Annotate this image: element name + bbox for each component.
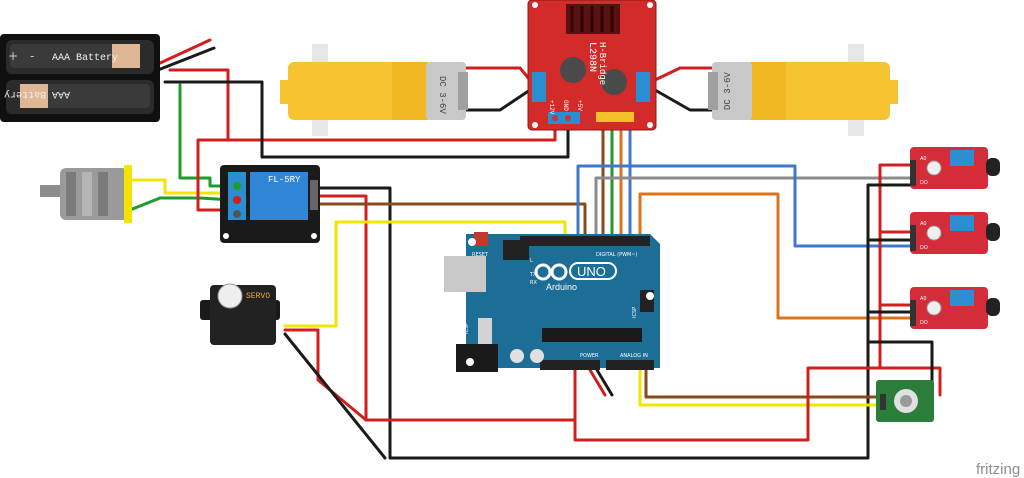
driver-pin-12v: +12V [548, 100, 555, 115]
sensor2-a0: A0 [920, 221, 927, 227]
driver-pin-5v: +5V [576, 100, 583, 111]
driver-name-label: L298N [586, 42, 597, 72]
wire-battery-top-black [156, 46, 216, 72]
driver-sub-label: H-Bridge [597, 42, 607, 85]
arduino-reset-label: RESET [472, 252, 489, 258]
arduino-tx-label: TX [529, 272, 537, 278]
motor-driver-icon: L298N H-Bridge +12V GND +5V [527, 0, 657, 131]
wires [128, 38, 942, 460]
wire-servo-red [283, 328, 368, 422]
wire-arduino-red [588, 368, 607, 397]
wire-dcmotor-green [128, 196, 234, 212]
gear-motor-right-icon: DC 3-6V [708, 44, 898, 136]
wire-motor-right-black [653, 88, 713, 112]
relay-module-icon: FL-5RY [220, 165, 320, 243]
arduino-icsp-label: ICSP [632, 307, 638, 318]
arduino-analog-label: ANALOG IN [620, 353, 648, 359]
arduino-digital-label: DIGITAL (PWM~) [596, 252, 638, 258]
gear-motor-left-icon: DC 3-6V [280, 44, 468, 136]
sensor1-do: DO [920, 180, 928, 186]
wire-temp-brown [644, 366, 890, 399]
wire-temp-black [866, 340, 934, 387]
sensor3-do: DO [920, 320, 928, 326]
arduino-rx-label: RX [530, 280, 537, 286]
relay-model-label: FL-5RY [268, 175, 301, 185]
wire-motor-left-black [464, 88, 532, 112]
arduino-icsp2-label: ICSP [464, 323, 470, 334]
fritzing-watermark: fritzing [976, 461, 1020, 478]
wire-motor-right-red [653, 66, 713, 82]
arduino-power-label: POWER [580, 353, 599, 359]
dc-motor-icon [40, 165, 132, 223]
wire-sensor1-gray [594, 176, 912, 237]
wire-relay-red [196, 138, 234, 212]
motor-right-label: DC 3-6V [723, 72, 733, 110]
arduino-brand-label: Arduino [546, 282, 577, 292]
battery-minus: - [30, 49, 34, 63]
servo-icon: SERVO [200, 283, 280, 345]
wire-sensor2-blue [576, 164, 912, 248]
wire-sensor3-orange [638, 192, 912, 320]
wire-arduino-black [595, 368, 614, 397]
battery-label-1: AAA Battery [52, 53, 118, 64]
wire-servo-black [283, 332, 387, 460]
ir-sensor-2-icon: A0 DO [910, 212, 1000, 254]
wire-servo-yellow [283, 220, 567, 328]
wire-sensor-black-bus [573, 183, 912, 460]
battery-label-2: AAA Battery [4, 88, 70, 99]
servo-label: SERVO [246, 292, 270, 301]
wire-temp-yellow [638, 366, 890, 407]
arduino-l-label: L [530, 258, 533, 264]
battery-plus: + [8, 49, 18, 63]
wire-battery-black-to-driver [163, 80, 570, 159]
flame-sensor-icon [876, 380, 934, 422]
ir-sensor-3-icon: A0 DO [910, 287, 1000, 329]
wire-battery-top-red [156, 38, 212, 66]
arduino-model-label: UNO [577, 264, 606, 279]
ir-sensor-1-icon: A0 DO [910, 147, 1000, 189]
sensor2-do: DO [920, 245, 928, 251]
wire-relay-black [314, 186, 577, 460]
wire-relay-brown [314, 202, 587, 237]
driver-pin-gnd: GND [562, 100, 569, 111]
sensor1-a0: A0 [920, 156, 927, 162]
arduino-board-icon: UNO Arduino RESET DIGITAL (PWM~) POWER A… [444, 232, 660, 372]
wire-temp-red [573, 366, 882, 442]
wire-green-battery-relay [178, 83, 234, 188]
motor-left-label: DC 3-6V [437, 76, 447, 114]
battery-holder-icon: AAA Battery AAA Battery + - [0, 34, 160, 122]
sensor3-a0: A0 [920, 296, 927, 302]
wire-motor-left-red [464, 66, 532, 82]
